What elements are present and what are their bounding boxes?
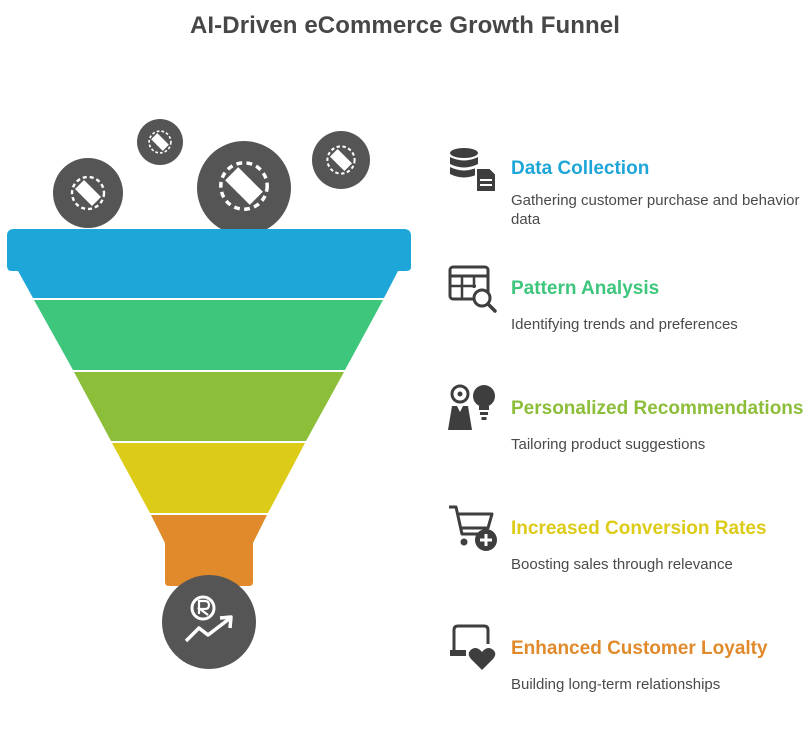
input-bubble — [312, 131, 370, 189]
step-description: Identifying trends and preferences — [511, 316, 738, 333]
table-search-icon — [448, 265, 497, 313]
step-title: Enhanced Customer Loyalty — [511, 638, 768, 659]
funnel-stage-3 — [74, 372, 344, 441]
step-increased-conversion-rates: Increased Conversion Rates Boosting sale… — [0, 500, 810, 610]
hand-heart-icon — [450, 624, 496, 670]
step-description: Building long-term relationships — [511, 676, 721, 693]
funnel-stage-5 — [151, 515, 267, 586]
person-lightbulb-icon — [448, 384, 495, 430]
input-bubble — [137, 119, 183, 165]
step-title: Data Collection — [511, 158, 650, 179]
funnel-stage-4 — [112, 443, 305, 513]
funnel-stage-2 — [34, 300, 383, 370]
step-title: Personalized Recommendations — [511, 398, 804, 419]
funnel-stage-1 — [7, 229, 411, 298]
revenue-growth-icon — [184, 595, 233, 643]
step-title: Pattern Analysis — [511, 278, 660, 299]
step-description: Gathering customer purchase and behavior… — [511, 192, 800, 228]
database-document-icon — [450, 148, 497, 193]
step-data-collection: Data Collection Gathering customer purch… — [0, 140, 810, 250]
funnel-diagram — [7, 119, 411, 669]
step-personalized-recommendations: Personalized Recommendations Tailoring p… — [0, 380, 810, 490]
funnel-output — [162, 575, 256, 669]
step-pattern-analysis: Pattern Analysis Identifying trends and … — [0, 260, 810, 370]
step-description: Tailoring product suggestions — [511, 436, 706, 453]
input-bubble — [53, 158, 123, 228]
page-title: AI-Driven eCommerce Growth Funnel — [189, 12, 621, 39]
step-title: Increased Conversion Rates — [511, 518, 767, 539]
cart-plus-icon — [449, 505, 497, 551]
step-enhanced-customer-loyalty: Enhanced Customer Loyalty Building long-… — [0, 620, 810, 730]
step-description: Boosting sales through relevance — [511, 556, 733, 573]
input-bubble — [197, 141, 291, 235]
